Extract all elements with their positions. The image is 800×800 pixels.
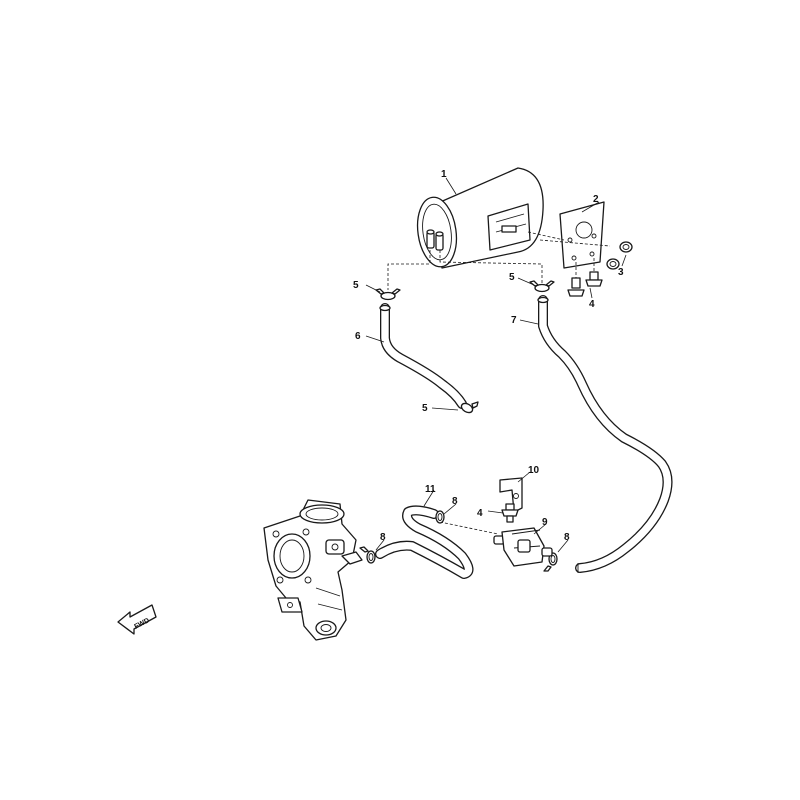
callout-labels: 1 2 3 4 4 5 5 5 6 7 8 8 8 9 10 11 FWD — [133, 169, 624, 631]
hose-7 — [537, 295, 673, 573]
hose-11 — [375, 505, 474, 579]
nuts — [606, 241, 633, 270]
callout-4-lower: 4 — [477, 508, 483, 519]
callout-5-upper-right: 5 — [509, 272, 515, 283]
forward-arrow — [117, 604, 157, 635]
callout-8-left: 8 — [380, 532, 386, 543]
callout-5-upper-left: 5 — [353, 280, 359, 291]
callout-8-right: 8 — [564, 532, 570, 543]
bolt-lower — [501, 503, 519, 523]
callout-3: 3 — [618, 267, 624, 278]
callout-9: 9 — [542, 517, 548, 528]
callout-5-lower: 5 — [422, 403, 428, 414]
callout-4-upper: 4 — [589, 299, 595, 310]
callout-8-upper: 8 — [452, 496, 458, 507]
canister-bracket — [527, 201, 611, 269]
hose-clamps — [359, 280, 558, 572]
callout-2: 2 — [593, 194, 599, 205]
callout-7: 7 — [511, 315, 517, 326]
callout-1: 1 — [441, 169, 447, 180]
purge-valve — [493, 527, 553, 567]
callout-10: 10 — [528, 465, 540, 476]
leader-lines — [365, 177, 627, 553]
throttle-body — [263, 499, 363, 641]
evap-canister — [416, 167, 544, 269]
callout-11: 11 — [425, 484, 436, 495]
hose-6 — [379, 303, 467, 409]
bolts — [567, 258, 603, 297]
callout-6: 6 — [355, 331, 361, 342]
